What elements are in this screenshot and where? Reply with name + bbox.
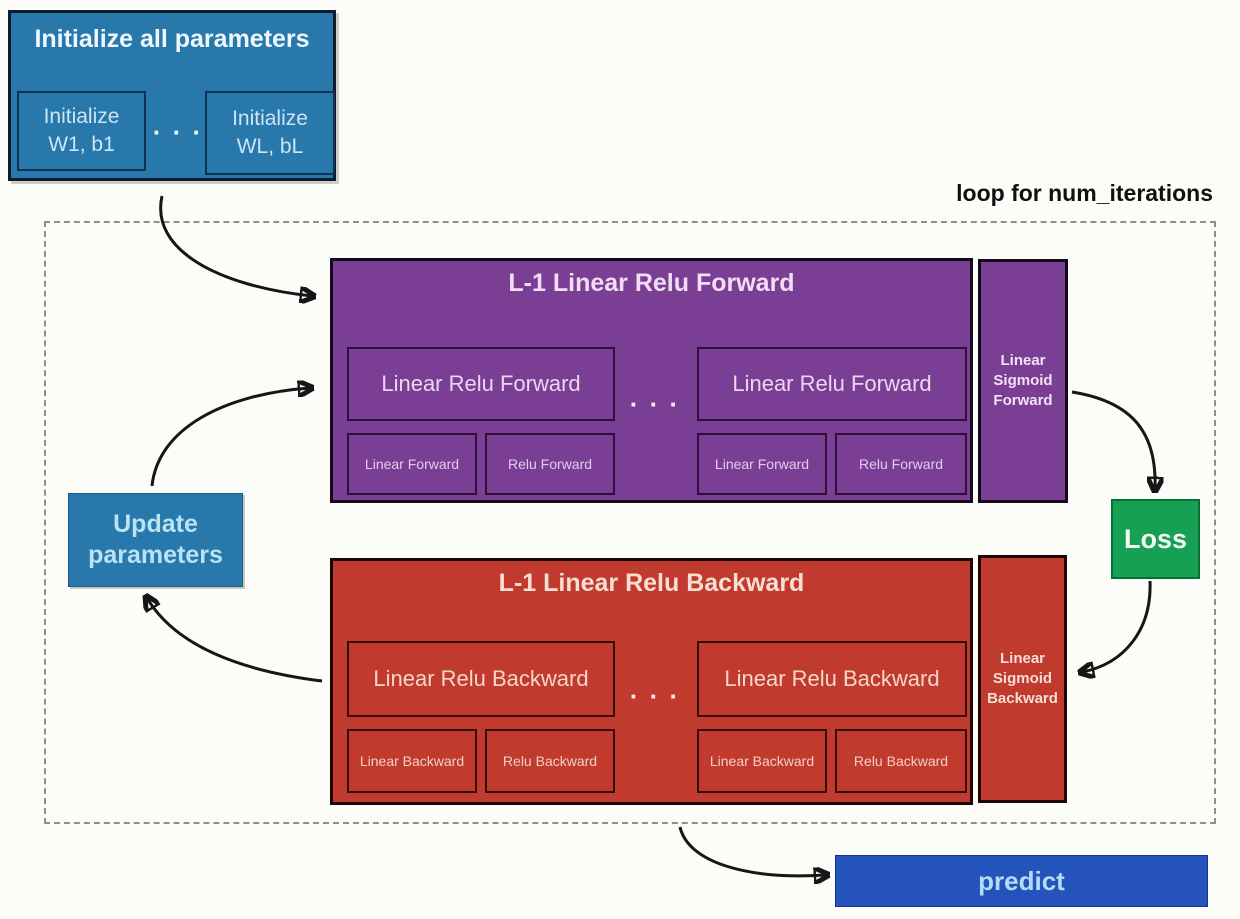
linear-sigmoid-backward-box: Linear Sigmoid Backward [978,555,1067,803]
forward-section-title: L-1 Linear Relu Forward [508,269,795,297]
initialize-parameters-box: Initialize all parameters Initialize W1,… [8,10,336,181]
linear-relu-backward-box-2: Linear Relu Backward [697,641,967,717]
linear-relu-backward-box-1: Linear Relu Backward [347,641,615,717]
update-parameters-box: Update parameters [68,493,243,587]
loop-label: loop for num_iterations [956,180,1213,206]
loss-box: Loss [1111,499,1200,579]
relu-backward-box-1: Relu Backward [485,729,615,793]
relu-forward-box-2: Relu Forward [835,433,967,495]
linear-relu-forward-box-2: Linear Relu Forward [697,347,967,421]
backward-ellipsis: · · · [629,681,681,711]
linear-backward-box-2: Linear Backward [697,729,827,793]
loop-region-border [44,221,1216,824]
initialize-parameters-title: Initialize all parameters [34,25,310,53]
backward-section: L-1 Linear Relu Backward Linear Relu Bac… [330,558,973,805]
predict-box: predict [835,855,1208,907]
linear-backward-box-1: Linear Backward [347,729,477,793]
linear-forward-box-1: Linear Forward [347,433,477,495]
init-ellipsis: · · · [152,117,204,147]
initialize-w1b1-box: Initialize W1, b1 [17,91,146,171]
forward-ellipsis: · · · [629,389,681,419]
relu-forward-box-1: Relu Forward [485,433,615,495]
forward-section: L-1 Linear Relu Forward Linear Relu Forw… [330,258,973,503]
initialize-wlbl-box: Initialize WL, bL [205,91,335,175]
backward-section-title: L-1 Linear Relu Backward [498,569,805,597]
linear-sigmoid-forward-box: Linear Sigmoid Forward [978,259,1068,503]
linear-forward-box-2: Linear Forward [697,433,827,495]
arrow-loop-to-predict [678,826,826,876]
linear-relu-forward-box-1: Linear Relu Forward [347,347,615,421]
relu-backward-box-2: Relu Backward [835,729,967,793]
